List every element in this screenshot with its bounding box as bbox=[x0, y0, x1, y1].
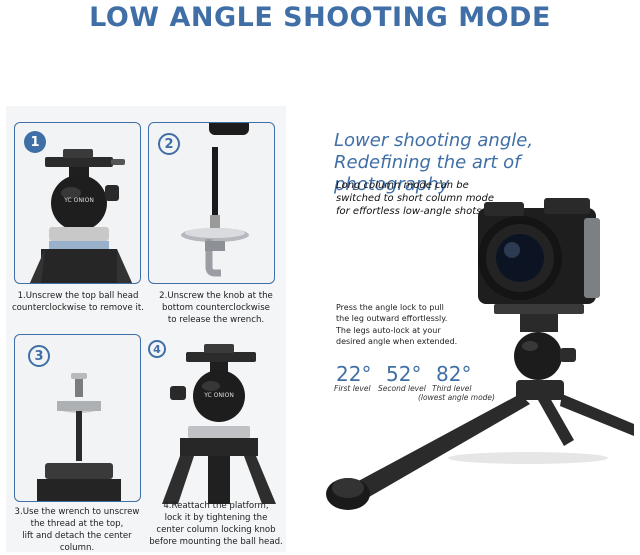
brand-logo-4: YC ONION bbox=[203, 392, 234, 399]
step-1-caption: 1.Unscrew the top ball head counterclock… bbox=[11, 291, 145, 313]
instructions-panel: 1 YC ONION 2 bbox=[6, 106, 286, 553]
angle-52: 52° bbox=[386, 362, 422, 386]
headline: Lower shooting angle, Redefining the art… bbox=[334, 130, 534, 195]
step-2-caption: 2.Unscrew the knob at the bottom counter… bbox=[159, 291, 273, 325]
angle-82-sublabel: (lowest angle mode) bbox=[418, 393, 495, 402]
ball-head-illustration: YC ONION bbox=[29, 149, 133, 283]
angle-lock-note: Press the angle lock to pull the leg out… bbox=[336, 303, 448, 323]
step-1-card: 1 YC ONION bbox=[14, 122, 141, 284]
step-4-number: 4 bbox=[148, 340, 166, 358]
step-4-caption: 4.Reattach the platform, lock it by tigh… bbox=[149, 501, 283, 547]
wrench-illustration bbox=[181, 123, 249, 277]
step-1-number: 1 bbox=[24, 131, 46, 153]
center-column-illustration bbox=[37, 373, 121, 501]
step-3-caption: 3.Use the wrench to unscrew the thread a… bbox=[14, 507, 140, 553]
step-2-number: 2 bbox=[158, 133, 180, 155]
step-3-card: 3 bbox=[14, 334, 141, 502]
angle-22: 22° bbox=[336, 362, 372, 386]
page-title: LOW ANGLE SHOOTING MODE bbox=[89, 2, 551, 33]
brand-logo-1: YC ONION bbox=[63, 197, 94, 204]
product-panel: Lower shooting angle, Redefining the art… bbox=[298, 106, 636, 552]
auto-lock-note: The legs auto-lock at your desired angle… bbox=[336, 326, 458, 346]
camera-tripod-illustration bbox=[326, 198, 634, 510]
angle-82: 82° bbox=[436, 362, 472, 386]
angle-52-label: Second level bbox=[378, 384, 426, 393]
step-3-number: 3 bbox=[28, 345, 50, 367]
subheadline: Long column mode can be switched to shor… bbox=[336, 180, 495, 217]
angle-22-label: First level bbox=[334, 384, 371, 393]
angle-82-label: Third level bbox=[432, 384, 472, 393]
step-4-area: 4 YC ONION bbox=[148, 334, 278, 504]
step-2-card: 2 bbox=[148, 122, 275, 284]
reattached-ballhead-illustration: YC ONION bbox=[162, 344, 276, 504]
